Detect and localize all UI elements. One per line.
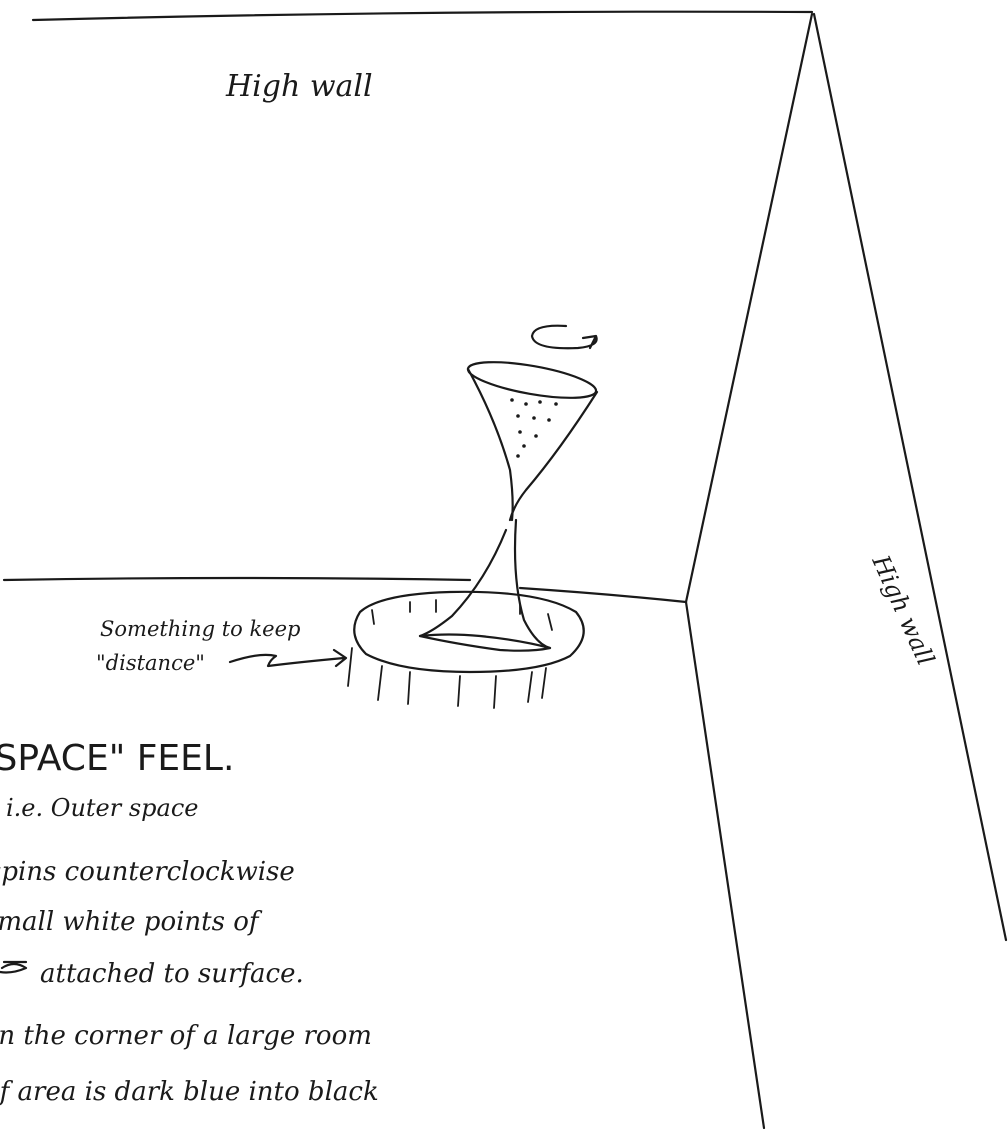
notes-line-4: in the corner of a large room: [0, 1021, 372, 1051]
hourglass-lower-cone-left: [420, 530, 506, 636]
notes-heading: "SPACE" FEEL.: [0, 738, 234, 779]
notes-line-1: spins counterclockwise: [0, 857, 295, 887]
hourglass-top-rim: [466, 355, 599, 405]
hourglass-upper-cone-right: [510, 392, 597, 520]
hourglass-lower-cone-right: [515, 520, 550, 648]
distance-ring: [354, 592, 583, 672]
hourglass-points: [510, 398, 558, 458]
floor-line-back: [4, 578, 470, 580]
scribble-mark: [0, 962, 26, 973]
counterclockwise-arrow-icon: [532, 326, 597, 349]
hourglass-upper-cone-left: [468, 369, 513, 520]
corner-edge-right: [814, 14, 1006, 940]
keep-distance-label-line2: "distance": [96, 651, 205, 675]
keep-distance-arrow-icon: [230, 650, 346, 666]
back-wall-top-edge: [33, 12, 812, 20]
notes-line-5: of area is dark blue into black: [0, 1077, 379, 1107]
notes-line-2: small white points of: [0, 907, 263, 937]
corner-edge-left: [686, 14, 812, 602]
wall-top-label: High wall: [225, 69, 373, 104]
keep-distance-label-line1: Something to keep: [100, 617, 300, 641]
hourglass-base-ellipse: [420, 635, 550, 651]
notes-line-3: attached to surface.: [40, 959, 304, 989]
notes-heading-sub: i.e. Outer space: [6, 794, 198, 822]
floor-corner-edge: [686, 602, 764, 1128]
